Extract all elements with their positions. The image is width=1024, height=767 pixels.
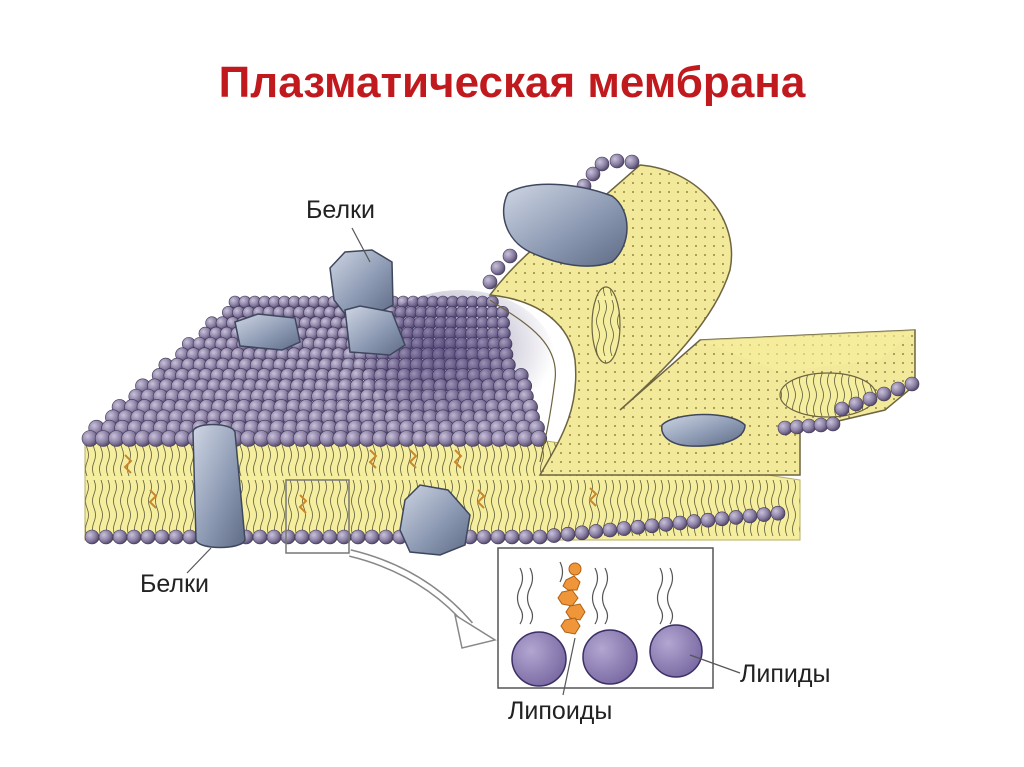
protein-embedded-left	[235, 314, 300, 350]
lipid-head-sphere	[849, 397, 863, 411]
lipid-head-sphere	[491, 530, 505, 544]
lipid-head-sphere	[729, 510, 743, 524]
lipid-head-sphere	[267, 530, 281, 544]
lipid-head-sphere	[659, 517, 673, 531]
lipid-head-sphere	[85, 530, 99, 544]
lipid-head-sphere	[715, 512, 729, 526]
lipid-head-sphere	[183, 530, 197, 544]
lipid-head-sphere	[673, 516, 687, 530]
lipid-head-sphere	[477, 530, 491, 544]
lipid-head-sphere	[533, 530, 547, 544]
label-lipids: Липиды	[740, 660, 830, 689]
lipid-head-sphere	[877, 387, 891, 401]
lipid-head-sphere	[295, 530, 309, 544]
protein-large-top	[504, 184, 627, 266]
lipid-head-sphere	[645, 519, 659, 533]
inset-panel	[498, 548, 740, 695]
label-proteins-bottom: Белки	[140, 570, 209, 599]
lipid-head-sphere	[483, 275, 497, 289]
lipid-head-sphere	[309, 530, 323, 544]
lipid-head-sphere	[561, 527, 575, 541]
lipid-head-sphere	[631, 520, 645, 534]
lipid-head-sphere	[547, 529, 561, 543]
lipid-head-sphere	[519, 530, 533, 544]
lipid-head-sphere	[575, 526, 589, 540]
lipid-head-sphere	[771, 506, 785, 520]
lipid-head-sphere	[625, 155, 639, 169]
lipid-head-sphere	[757, 508, 771, 522]
lipid-head-2	[583, 630, 637, 684]
lipid-head-sphere	[610, 154, 624, 168]
lipid-head-sphere	[905, 377, 919, 391]
lipid-head-sphere	[365, 530, 379, 544]
lipid-head-sphere	[113, 530, 127, 544]
lipid-head-sphere	[253, 530, 267, 544]
lipid-head-sphere	[127, 530, 141, 544]
lipid-head-sphere	[589, 524, 603, 538]
lipid-head-sphere	[323, 530, 337, 544]
zoom-arrow	[350, 553, 470, 625]
lipid-head-sphere	[863, 392, 877, 406]
lipid-head-sphere	[505, 530, 519, 544]
membrane-shadow	[365, 290, 555, 430]
lipid-head-sphere	[603, 523, 617, 537]
lipid-head-sphere	[835, 402, 849, 416]
lipid-head-sphere	[586, 167, 600, 181]
lipid-head-sphere	[155, 530, 169, 544]
label-proteins-top: Белки	[306, 196, 375, 225]
lipid-head-sphere	[617, 522, 631, 536]
lipid-head-sphere	[141, 530, 155, 544]
lipid-head-sphere	[491, 261, 505, 275]
lipid-head-sphere	[687, 515, 701, 529]
lipid-head-3	[650, 625, 702, 677]
lipid-head-sphere	[99, 530, 113, 544]
lipid-head-sphere	[701, 513, 715, 527]
lipid-head-sphere	[891, 382, 905, 396]
lipid-head-sphere	[379, 530, 393, 544]
zoom-arrow-head	[455, 615, 495, 648]
lipid-head-sphere	[169, 530, 183, 544]
lipid-head-sphere	[281, 530, 295, 544]
lipid-head-sphere	[743, 509, 757, 523]
lipid-head-sphere	[826, 417, 840, 431]
lipid-head-sphere	[503, 249, 517, 263]
lipid-head-sphere	[351, 530, 365, 544]
lipid-head-1	[512, 632, 566, 686]
label-lipoids: Липоиды	[508, 697, 612, 726]
